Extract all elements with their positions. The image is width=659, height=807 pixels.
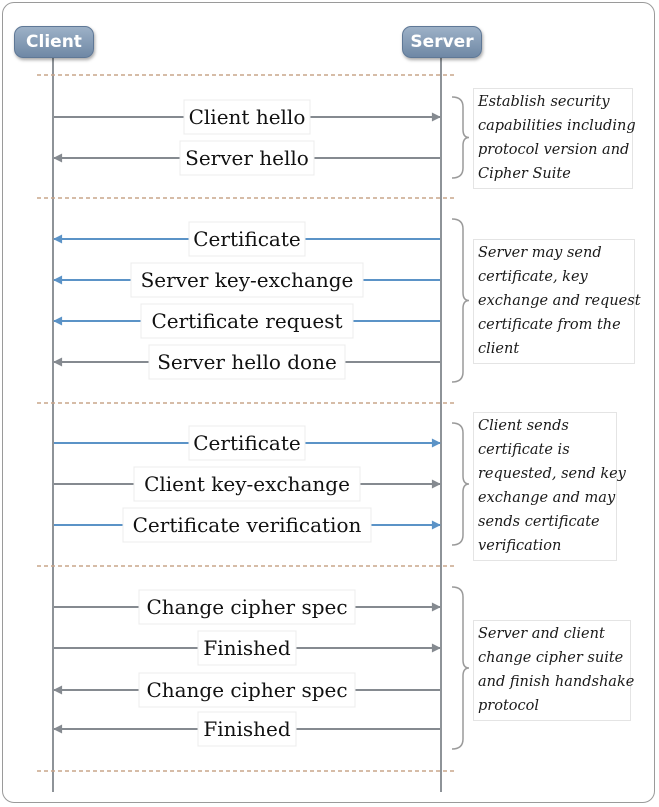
note-line: change cipher suite	[478, 650, 624, 666]
note-line: requested, send key	[478, 466, 626, 482]
phase-brace-0	[451, 96, 470, 179]
message-label-bg	[138, 672, 356, 708]
note-line: sends certificate	[478, 514, 600, 530]
message-label: Change cipher spec	[146, 678, 347, 702]
message-label-bg	[188, 425, 306, 461]
phase-note-0: Establish security capabilities including…	[473, 88, 636, 189]
message-label: Certificate	[193, 227, 300, 251]
message-label: Finished	[203, 636, 291, 660]
phase-brace-1	[451, 218, 470, 383]
message-label-bg	[179, 140, 315, 176]
message-label-bg	[138, 589, 356, 625]
message-label-bg	[197, 711, 297, 747]
note-line: Client sends	[478, 418, 569, 434]
note-line: exchange and request	[478, 293, 641, 309]
message-label-bg	[197, 630, 297, 666]
note-line: Cipher Suite	[478, 166, 571, 182]
note-line: Server may send	[478, 245, 602, 261]
message-label: Server key-exchange	[141, 268, 354, 292]
phase-brace-3	[451, 586, 470, 750]
message-label-bg	[133, 466, 361, 502]
note-line: verification	[478, 538, 562, 554]
participant-client: Client	[14, 26, 94, 58]
note-line: protocol version and	[478, 142, 630, 158]
note-line: Server and client	[478, 626, 605, 642]
note-line: certificate, key	[478, 269, 588, 285]
message-label: Certificate request	[151, 309, 342, 333]
phase-note-2: Client sends certificate is requested, sen…	[473, 412, 626, 561]
message-label-bg	[148, 344, 346, 380]
note-line: certificate is	[478, 442, 570, 458]
note-line: and finish handshake	[478, 674, 635, 690]
phase-note-1: Server may send certificate, key exchange …	[473, 239, 641, 364]
message-label: Client hello	[189, 105, 306, 129]
message-label-bg	[140, 303, 354, 339]
message-label-bg	[188, 221, 306, 257]
note-line: capabilities including	[478, 118, 636, 134]
participant-server: Server	[402, 26, 482, 58]
message-label: Client key-exchange	[144, 472, 350, 496]
message-label: Finished	[203, 717, 291, 741]
note-line: exchange and may	[478, 490, 616, 506]
note-line: client	[478, 341, 520, 357]
message-label-bg	[122, 507, 372, 543]
note-line: protocol	[478, 698, 539, 714]
message-label: Server hello	[185, 146, 309, 170]
phase-note-3: Server and client change cipher suite and …	[473, 620, 635, 721]
phase-brace-2	[451, 422, 470, 546]
note-line: certificate from the	[478, 317, 621, 333]
message-label-bg	[183, 99, 311, 135]
message-label: Server hello done	[157, 350, 337, 374]
message-label: Certificate	[193, 431, 300, 455]
note-line: Establish security	[478, 94, 610, 110]
message-label-bg	[130, 262, 364, 298]
message-label: Certificate verification	[133, 513, 362, 537]
message-label: Change cipher spec	[146, 595, 347, 619]
